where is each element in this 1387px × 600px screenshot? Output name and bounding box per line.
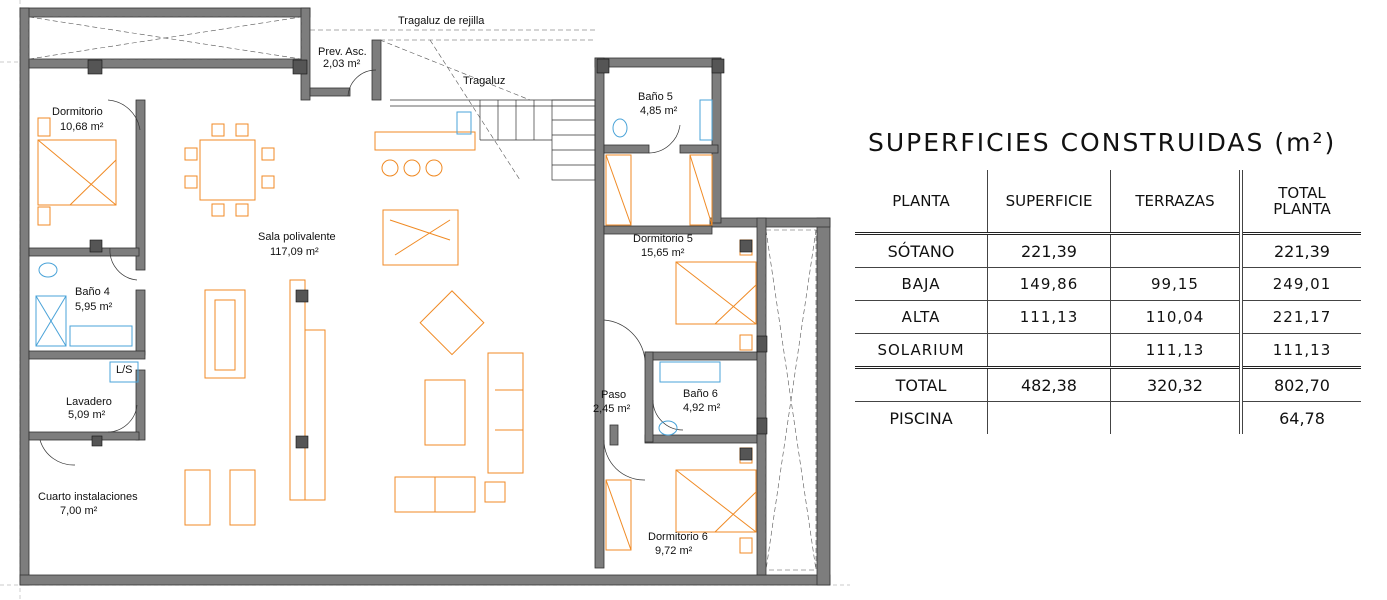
header-total-line1: TOTAL <box>1278 184 1326 202</box>
label-bano5: Baño 5 <box>638 91 673 103</box>
label-bano6: Baño 6 <box>683 388 718 400</box>
header-total-planta: TOTAL PLANTA <box>1239 170 1361 235</box>
staircase <box>390 99 596 181</box>
cell: 99,15 <box>1110 267 1241 301</box>
label-dorm6-area: 9,72 m² <box>655 545 693 557</box>
label-prev-asc-area: 2,03 m² <box>323 58 361 70</box>
cell: 221,39 <box>987 233 1111 268</box>
doors <box>39 69 684 481</box>
cell: 802,70 <box>1239 366 1361 402</box>
header-total-line2: PLANTA <box>1273 200 1331 218</box>
cell <box>1110 233 1241 268</box>
label-ls: L/S <box>116 364 133 376</box>
surface-table: PLANTA SUPERFICIE TERRAZAS TOTAL PLANTA … <box>855 170 1361 434</box>
sanitary-fixtures <box>35 99 721 436</box>
cell: SOLARIUM <box>855 333 988 368</box>
cell: 111,13 <box>987 300 1111 334</box>
label-dorm5: Dormitorio 5 <box>633 233 693 245</box>
label-dormitorio-area: 10,68 m² <box>60 121 104 133</box>
label-paso-area: 2,45 m² <box>593 403 631 415</box>
columns <box>87 58 768 461</box>
label-paso: Paso <box>601 389 626 401</box>
cell: PISCINA <box>889 408 953 428</box>
header-terrazas: TERRAZAS <box>1110 170 1241 235</box>
table-row: PISCINA 64,78 <box>855 401 1361 434</box>
walls <box>19 7 831 586</box>
table-row: TOTAL 482,38 320,32 802,70 <box>855 366 1361 402</box>
table-row: SÓTANO 221,39 221,39 <box>855 233 1361 268</box>
cell: 249,01 <box>1239 267 1361 301</box>
cell: 110,04 <box>1110 300 1241 334</box>
cell: 482,38 <box>987 366 1111 402</box>
label-sala-area: 117,09 m² <box>270 246 319 258</box>
label-bano6-area: 4,92 m² <box>683 402 721 414</box>
cell: 64,78 <box>1239 401 1361 434</box>
cell: 111,13 <box>1110 333 1241 368</box>
cell: SÓTANO <box>855 233 988 268</box>
cell: BAJA <box>855 267 988 301</box>
label-bano5-area: 4,85 m² <box>640 105 678 117</box>
floor-plan: Tragaluz de rejilla Tragaluz Prev. Asc. … <box>0 0 850 600</box>
label-cuarto: Cuarto instalaciones <box>38 491 138 503</box>
cell: TOTAL <box>855 366 988 402</box>
label-bano4: Baño 4 <box>75 286 110 298</box>
label-tragaluz-rejilla: Tragaluz de rejilla <box>398 15 485 27</box>
label-lavadero-area: 5,09 m² <box>68 409 106 421</box>
label-sala: Sala polivalente <box>258 231 336 243</box>
surface-table-title: SUPERFICIES CONSTRUIDAS (m²) <box>868 128 1337 157</box>
table-row: BAJA 149,86 99,15 249,01 <box>855 267 1361 301</box>
label-lavadero: Lavadero <box>66 396 112 408</box>
label-cuarto-area: 7,00 m² <box>60 505 98 517</box>
header-superficie: SUPERFICIE <box>987 170 1111 235</box>
label-dorm5-area: 15,65 m² <box>641 247 685 259</box>
furniture <box>37 117 757 554</box>
table-row: SOLARIUM 111,13 111,13 <box>855 333 1361 368</box>
cell <box>987 401 1111 434</box>
cell <box>987 333 1111 368</box>
table-row: ALTA 111,13 110,04 221,17 <box>855 300 1361 334</box>
label-prev-asc: Prev. Asc. <box>318 46 367 58</box>
label-bano4-area: 5,95 m² <box>75 301 113 313</box>
table-header-row: PLANTA SUPERFICIE TERRAZAS TOTAL PLANTA <box>855 170 1361 235</box>
label-dorm6: Dormitorio 6 <box>648 531 708 543</box>
cell: 320,32 <box>1110 366 1241 402</box>
skylights <box>28 16 817 571</box>
label-tragaluz: Tragaluz <box>463 75 505 87</box>
cell: 111,13 <box>1239 333 1361 368</box>
cell: ALTA <box>855 300 988 334</box>
cell: 221,17 <box>1239 300 1361 334</box>
header-planta: PLANTA <box>855 170 988 235</box>
cell <box>1110 401 1241 434</box>
cell: 221,39 <box>1239 233 1361 268</box>
cell: 149,86 <box>987 267 1111 301</box>
label-dormitorio: Dormitorio <box>52 106 103 118</box>
guide-lines <box>0 0 850 600</box>
